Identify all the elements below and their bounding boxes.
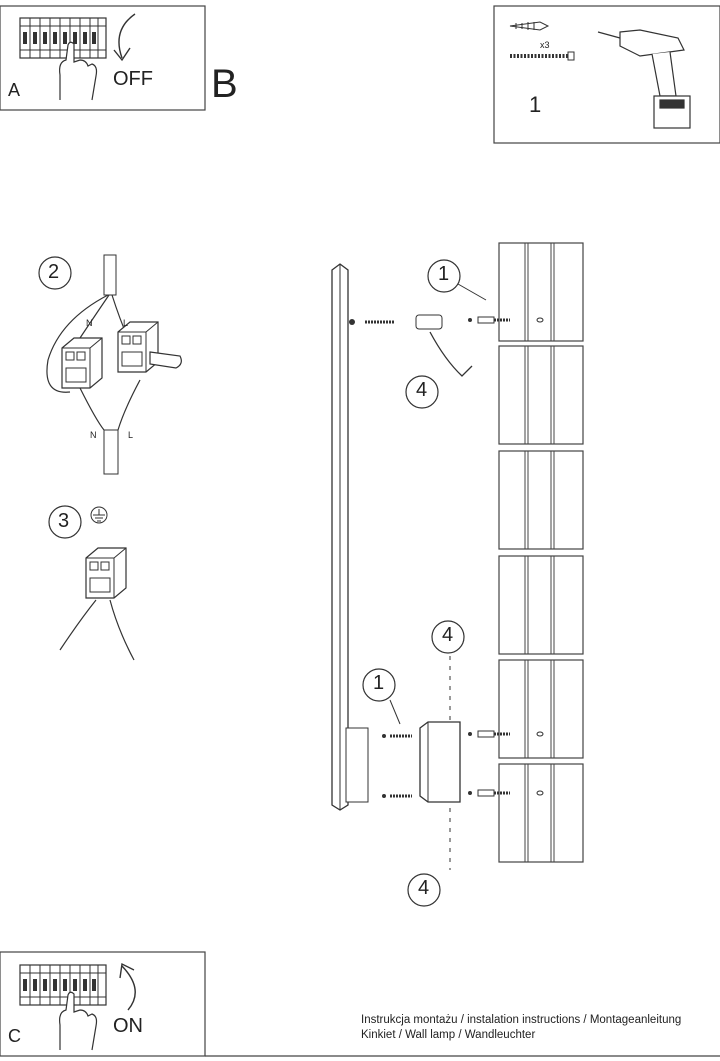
ground-symbol-icon <box>90 506 108 524</box>
callout-bottom-4b: 4 <box>418 877 430 899</box>
callout-bottom-1: 1 <box>373 672 385 694</box>
breaker-panel-icon <box>19 964 107 1006</box>
tools-step-number: 1 <box>529 92 542 117</box>
wall-plug-icon <box>509 21 550 31</box>
drill-icon <box>597 29 691 129</box>
step-2-circle <box>38 256 72 290</box>
callout-bottom-4a: 4 <box>442 624 454 646</box>
ground-connector-icon <box>85 547 127 599</box>
footer-text: Instrukcja montażu / instalation instruc… <box>361 1013 681 1043</box>
arrow-up-icon <box>119 962 136 1011</box>
tools-panel <box>493 5 720 144</box>
quantity-label: x3 <box>540 40 550 50</box>
wall <box>498 242 584 863</box>
neutral-label-bottom: N <box>90 430 97 440</box>
top-fixing <box>349 259 544 409</box>
step-3-circle <box>48 505 82 539</box>
off-label: OFF <box>113 68 153 90</box>
hand-icon <box>59 41 98 101</box>
allen-key-icon <box>429 331 473 377</box>
cable-top <box>103 254 117 296</box>
mounting-bracket <box>419 721 461 803</box>
step-a-letter: A <box>8 80 21 100</box>
breaker-panel-icon <box>19 17 107 59</box>
footer-line-2: Kinkiet / Wall lamp / Wandleuchter <box>361 1029 536 1041</box>
neutral-label-top: N <box>86 318 93 328</box>
bottom-fixing <box>362 620 544 907</box>
live-label-bottom: L <box>128 430 134 440</box>
step-3-number: 3 <box>58 510 70 532</box>
callout-top-1: 1 <box>438 263 450 285</box>
step-b-letter: B <box>211 62 238 106</box>
step-2-number: 2 <box>48 261 60 283</box>
cable-bottom <box>103 429 119 475</box>
lamp-body <box>331 263 369 811</box>
hand-screwdriver-icon <box>149 351 182 369</box>
footer-line-1: Instrukcja montażu / instalation instruc… <box>361 1014 682 1026</box>
callout-top-4: 4 <box>416 379 428 401</box>
step-c-letter: C <box>8 1026 21 1046</box>
step-c-panel <box>0 951 206 1057</box>
live-label-top: L <box>123 318 129 328</box>
on-label: ON <box>113 1015 143 1037</box>
wiring-diagram <box>38 254 182 475</box>
arrow-down-icon <box>113 13 136 62</box>
step-a-panel <box>0 5 206 111</box>
connector-left-icon <box>61 337 103 389</box>
screw-icon <box>510 51 575 61</box>
hand-icon <box>59 991 98 1051</box>
ground-diagram <box>48 505 135 661</box>
